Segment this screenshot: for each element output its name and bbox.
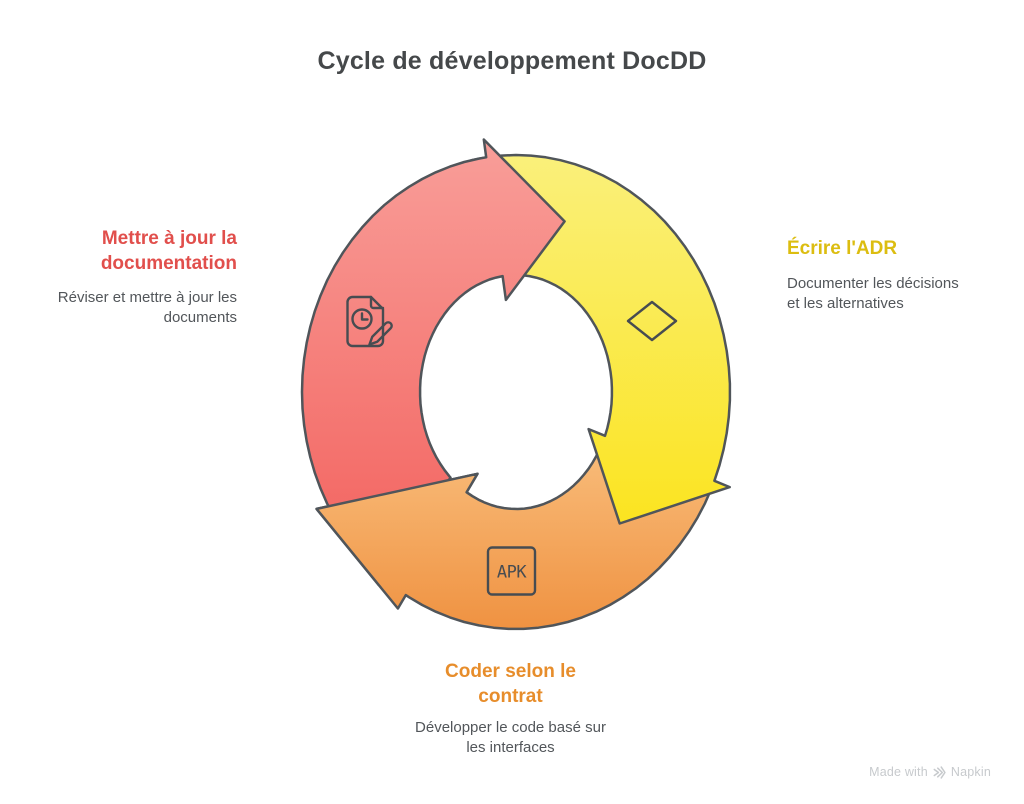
step-desc-update-docs: Réviser et mettre à jour les documents [57,289,237,326]
pencil-shape [368,321,393,346]
cycle-icons: APK [346,295,678,596]
step-desc-write-adr: Documenter les décisions et les alternat… [787,275,959,312]
apk-box-icon: APK [486,546,537,596]
step-label-code-contract: Coder selon le contrat [445,661,576,707]
clock-face-shape [351,308,373,330]
clock-hands-shape [360,312,369,321]
apk-label: APK [497,563,527,583]
arrow-code-contract-head-overlay [315,472,484,586]
cycle-arrows [300,138,732,631]
step-desc-code-contract: Développer le code basé sur les interfac… [415,719,606,756]
document-fold-shape [369,295,385,310]
watermark: Made with Napkin [869,765,991,779]
diamond-shape [626,300,678,342]
step-label-update-docs: Mettre à jour la documentation [100,228,237,274]
step-label-write-adr: Écrire l'ADR [787,238,898,259]
document-clock-pencil-icon [346,295,393,348]
apk-box-shape [486,546,537,596]
watermark-text: Made with [869,765,928,779]
napkin-logo-icon [933,765,946,779]
arrow-update-docs [300,138,566,581]
document-page-shape [346,295,385,348]
watermark-brand: Napkin [950,765,991,779]
decision-diamond-icon [626,300,678,342]
page-title: Cycle de développement DocDD [317,47,707,75]
